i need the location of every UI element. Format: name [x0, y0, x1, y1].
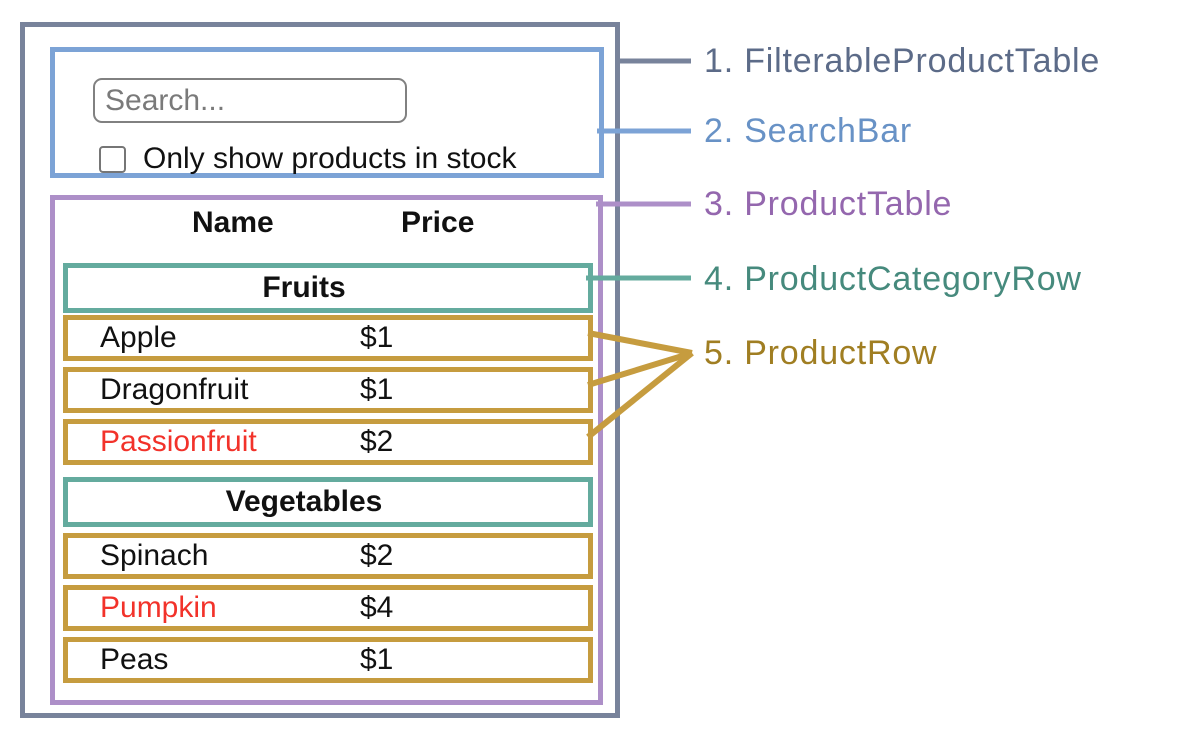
category-title: Vegetables: [225, 485, 383, 518]
product-name-cell: Peas: [100, 643, 169, 676]
product-name-cell: Dragonfruit: [100, 373, 249, 406]
search-bar-box: Only show products in stock: [50, 47, 604, 178]
in-stock-control: Only show products in stock: [99, 142, 517, 175]
product-name-cell: Pumpkin: [100, 591, 217, 624]
table-header-row: Name Price: [63, 206, 593, 244]
product-name-cell: Passionfruit: [100, 425, 257, 458]
legend-label-product-table: 3. ProductTable: [704, 185, 953, 223]
product-row: Passionfruit $2: [63, 419, 593, 465]
product-category-row: Vegetables: [63, 477, 593, 527]
product-table-box: Name Price Fruits Apple $1 Dragonfruit $…: [50, 195, 603, 705]
search-input[interactable]: [93, 78, 407, 123]
column-header-name: Name: [192, 206, 274, 239]
product-price-cell: $2: [360, 425, 394, 458]
category-title: Fruits: [262, 271, 346, 304]
product-name-cell: Spinach: [100, 539, 209, 572]
legend-label-filterable-product-table: 1. FilterableProductTable: [704, 42, 1101, 80]
product-price-cell: $1: [360, 643, 394, 676]
product-name-cell: Apple: [100, 321, 177, 354]
filterable-product-table-box: Only show products in stock Name Price F…: [20, 22, 620, 718]
legend-label-search-bar: 2. SearchBar: [704, 112, 913, 150]
product-row: Dragonfruit $1: [63, 367, 593, 413]
product-row: Apple $1: [63, 315, 593, 361]
product-price-cell: $1: [360, 373, 394, 406]
product-row: Pumpkin $4: [63, 585, 593, 631]
in-stock-checkbox[interactable]: [99, 145, 126, 173]
product-category-row: Fruits: [63, 263, 593, 313]
in-stock-label: Only show products in stock: [143, 142, 517, 175]
product-price-cell: $4: [360, 591, 394, 624]
column-header-price: Price: [401, 206, 475, 239]
legend-label-product-row: 5. ProductRow: [704, 334, 938, 372]
product-price-cell: $1: [360, 321, 394, 354]
product-price-cell: $2: [360, 539, 394, 572]
product-row: Spinach $2: [63, 533, 593, 579]
legend-label-product-category-row: 4. ProductCategoryRow: [704, 260, 1082, 298]
product-row: Peas $1: [63, 637, 593, 683]
